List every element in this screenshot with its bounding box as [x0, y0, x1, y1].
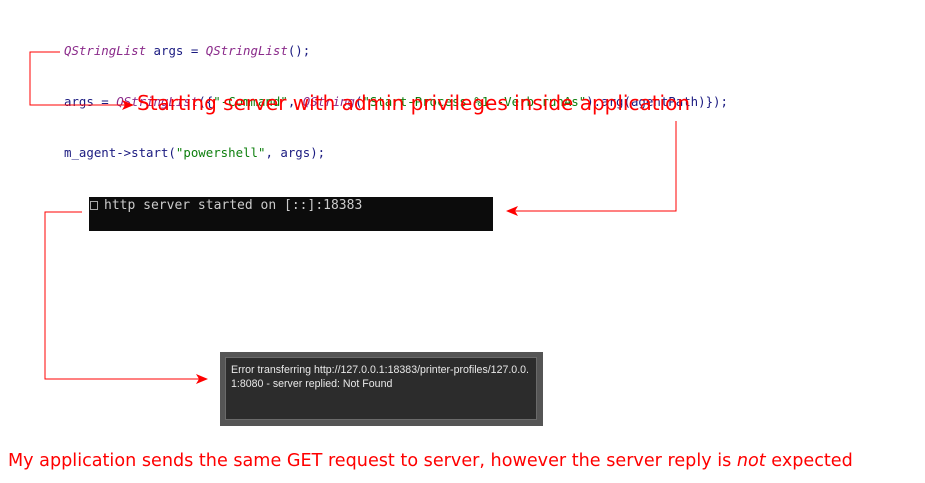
annotation-text-before: My application sends the same GET reques…: [8, 451, 737, 471]
annotation-text-after: expected: [765, 451, 853, 471]
annotation-server-reply: My application sends the same GET reques…: [8, 451, 853, 471]
console-window: http server started on [::]:18383: [89, 197, 493, 231]
code-token: "-Command": [213, 94, 288, 109]
error-panel: Error transferring http://127.0.0.1:1838…: [220, 352, 543, 426]
code-token: QStringList: [64, 43, 147, 58]
code-token: "Start-Process %1 -Verb runAs": [362, 94, 587, 109]
code-snippet: QStringList args = QStringList(); args =…: [64, 8, 728, 178]
code-token: args =: [146, 43, 206, 58]
code-token: QStringList: [116, 94, 199, 109]
code-line-1: QStringList args = QStringList();: [64, 42, 728, 59]
code-line-3: m_agent->start("powershell", args);: [64, 144, 728, 161]
code-token: ();: [287, 43, 311, 58]
annotation-admin-start: Starting server with admin privileges in…: [137, 91, 691, 115]
code-token: (: [354, 94, 363, 109]
code-token: "powershell": [175, 145, 266, 160]
arrow-console-to-error: [44, 211, 208, 384]
code-token: QString: [302, 94, 355, 109]
code-token: , args);: [265, 145, 326, 160]
console-icon: [90, 201, 98, 210]
annotation-text-emphasis: not: [736, 451, 766, 471]
error-message: Error transferring http://127.0.0.1:1838…: [225, 357, 537, 420]
code-token: ).arg(agentPath)});: [586, 94, 728, 109]
code-token: ({: [198, 94, 214, 109]
code-token: QStringList: [205, 43, 288, 58]
console-output: http server started on [::]:18383: [104, 198, 363, 213]
arrow-annotation-to-console: [506, 121, 677, 216]
code-token: ,: [287, 94, 303, 109]
code-token: m_agent->start(: [64, 145, 176, 160]
arrow-code-to-annotation: [29, 51, 134, 110]
code-line-2: args = QStringList({"-Command", QString(…: [64, 93, 728, 110]
